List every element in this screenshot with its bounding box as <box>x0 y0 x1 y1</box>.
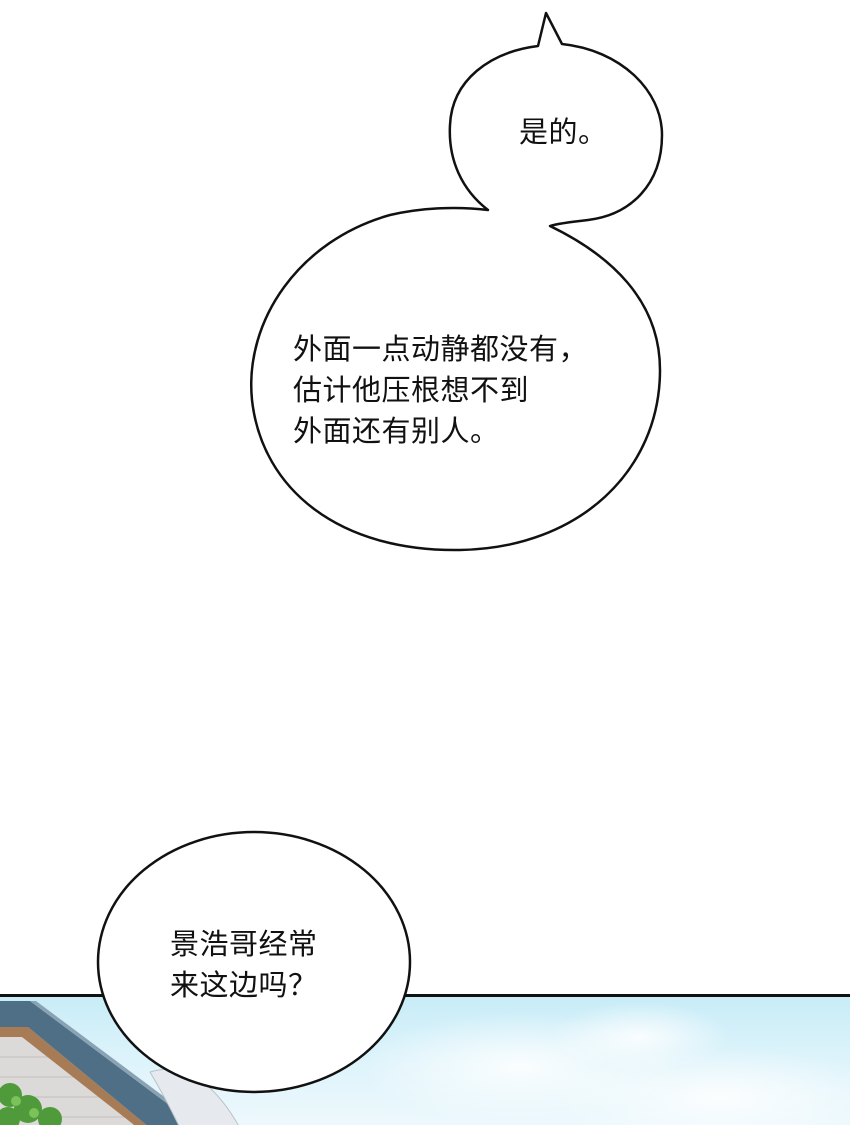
sky-panel <box>0 994 850 1125</box>
bubble-1-text: 是的。 <box>519 115 608 149</box>
speech-bubble-3 <box>96 830 412 1094</box>
speech-bubble-1 <box>249 11 664 552</box>
bubble-2-text: 外面一点动静都没有， 估计他压根想不到 外面还有别人。 <box>293 332 589 448</box>
bubble-3-text: 景浩哥经常 来这边吗？ <box>170 927 318 1002</box>
building-roof-illustration <box>0 1001 850 1125</box>
